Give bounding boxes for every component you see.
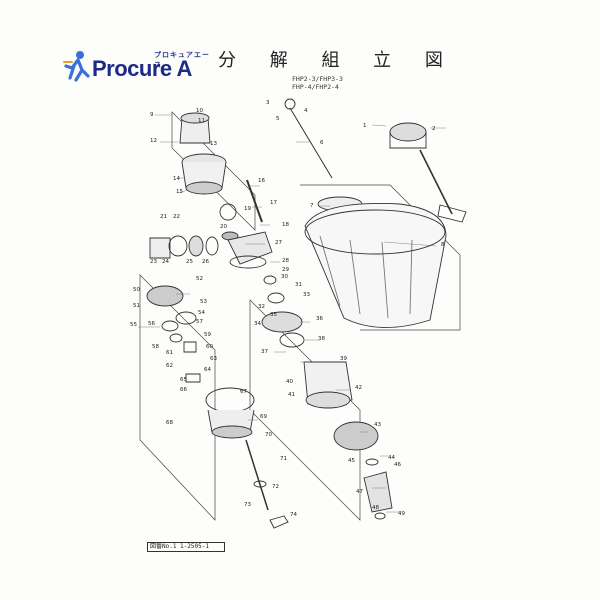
part-number-label: 40: [286, 379, 293, 385]
part-number-label: 16: [258, 178, 265, 184]
model-line-2: FHP-4/FHP2-4: [292, 83, 339, 91]
brand-kana: プロキュアエース: [154, 51, 210, 69]
page-title: 分 解 組 立 図: [218, 50, 457, 71]
part-number-label: 60: [206, 344, 213, 350]
part-number-label: 12: [150, 138, 157, 144]
part-number-label: 72: [272, 484, 279, 490]
diagram-parts: [146, 98, 467, 529]
part-number-label: 51: [133, 303, 140, 309]
brand-logo[interactable]: プロキュアエース Procure A: [62, 50, 212, 84]
part-number-label: 27: [275, 240, 282, 246]
part-number-label: 48: [372, 505, 379, 511]
part-number-label: 15: [176, 189, 183, 195]
part-number-label: 58: [152, 344, 159, 350]
part-number-label: 70: [265, 432, 272, 438]
part-number-label: 23: [150, 259, 157, 265]
part-number-label: 61: [166, 350, 173, 356]
part-number-label: 55: [130, 322, 137, 328]
part-number-label: 38: [318, 336, 325, 342]
part-number-label: 14: [173, 176, 180, 182]
part-number-label: 29: [282, 267, 289, 273]
part-number-label: 36: [316, 316, 323, 322]
part-number-label: 2: [432, 126, 436, 132]
part-number-label: 67: [240, 389, 247, 395]
part-number-label: 4: [304, 108, 308, 114]
part-number-label: 26: [202, 259, 209, 265]
part-number-label: 3: [266, 100, 270, 106]
part-number-label: 8: [441, 242, 445, 248]
part-number-label: 43: [374, 422, 381, 428]
part-number-label: 69: [260, 414, 267, 420]
part-number-label: 53: [200, 299, 207, 305]
part-number-label: 33: [303, 292, 310, 298]
part-number-label: 6: [320, 140, 324, 146]
part-number-label: 49: [398, 511, 405, 517]
part-number-label: 47: [356, 489, 363, 495]
part-number-label: 44: [388, 455, 395, 461]
part-number-label: 24: [162, 259, 169, 265]
drawing-number-box: 図番No.1 1-2505-1: [147, 542, 225, 552]
model-line-1: FHP2-3/FHP3-3: [292, 75, 343, 83]
part-number-label: 10: [196, 108, 203, 114]
part-number-label: 35: [270, 312, 277, 318]
leader-lines: [138, 114, 446, 513]
part-number-label: 5: [276, 116, 280, 122]
part-number-label: 71: [280, 456, 287, 462]
part-number-label: 31: [295, 282, 302, 288]
runner-figure-icon: [63, 51, 90, 82]
part-number-label: 59: [204, 332, 211, 338]
part-number-label: 13: [210, 141, 217, 147]
part-number-label: 74: [290, 512, 297, 518]
part-number-label: 62: [166, 363, 173, 369]
part-number-label: 45: [348, 458, 355, 464]
part-number-label: 46: [394, 462, 401, 468]
part-number-label: 64: [204, 367, 211, 373]
brand-name: Procure A: [92, 56, 192, 81]
part-number-label: 66: [180, 387, 187, 393]
part-number-label: 9: [150, 112, 154, 118]
part-number-label: 34: [254, 321, 261, 327]
part-number-label: 41: [288, 392, 295, 398]
part-number-label: 21: [160, 214, 167, 220]
part-number-label: 19: [244, 206, 251, 212]
part-number-label: 20: [220, 224, 227, 230]
part-number-label: 17: [270, 200, 277, 206]
part-number-label: 65: [180, 377, 187, 383]
part-number-label: 63: [210, 356, 217, 362]
part-number-label: 28: [282, 258, 289, 264]
part-number-label: 30: [281, 274, 288, 280]
part-number-label: 39: [340, 356, 347, 362]
part-number-label: 54: [198, 310, 205, 316]
part-number-label: 56: [148, 321, 155, 327]
part-number-label: 42: [355, 385, 362, 391]
part-number-label: 22: [173, 214, 180, 220]
part-number-label: 52: [196, 276, 203, 282]
part-number-label: 73: [244, 502, 251, 508]
part-number-label: 50: [133, 287, 140, 293]
part-number-label: 68: [166, 420, 173, 426]
part-number-label: 7: [310, 203, 314, 209]
part-number-label: 32: [258, 304, 265, 310]
part-number-label: 25: [186, 259, 193, 265]
part-number-label: 57: [196, 319, 203, 325]
part-number-label: 11: [198, 118, 205, 124]
part-number-label: 1: [363, 123, 367, 129]
part-number-label: 37: [261, 349, 268, 355]
part-number-label: 18: [282, 222, 289, 228]
